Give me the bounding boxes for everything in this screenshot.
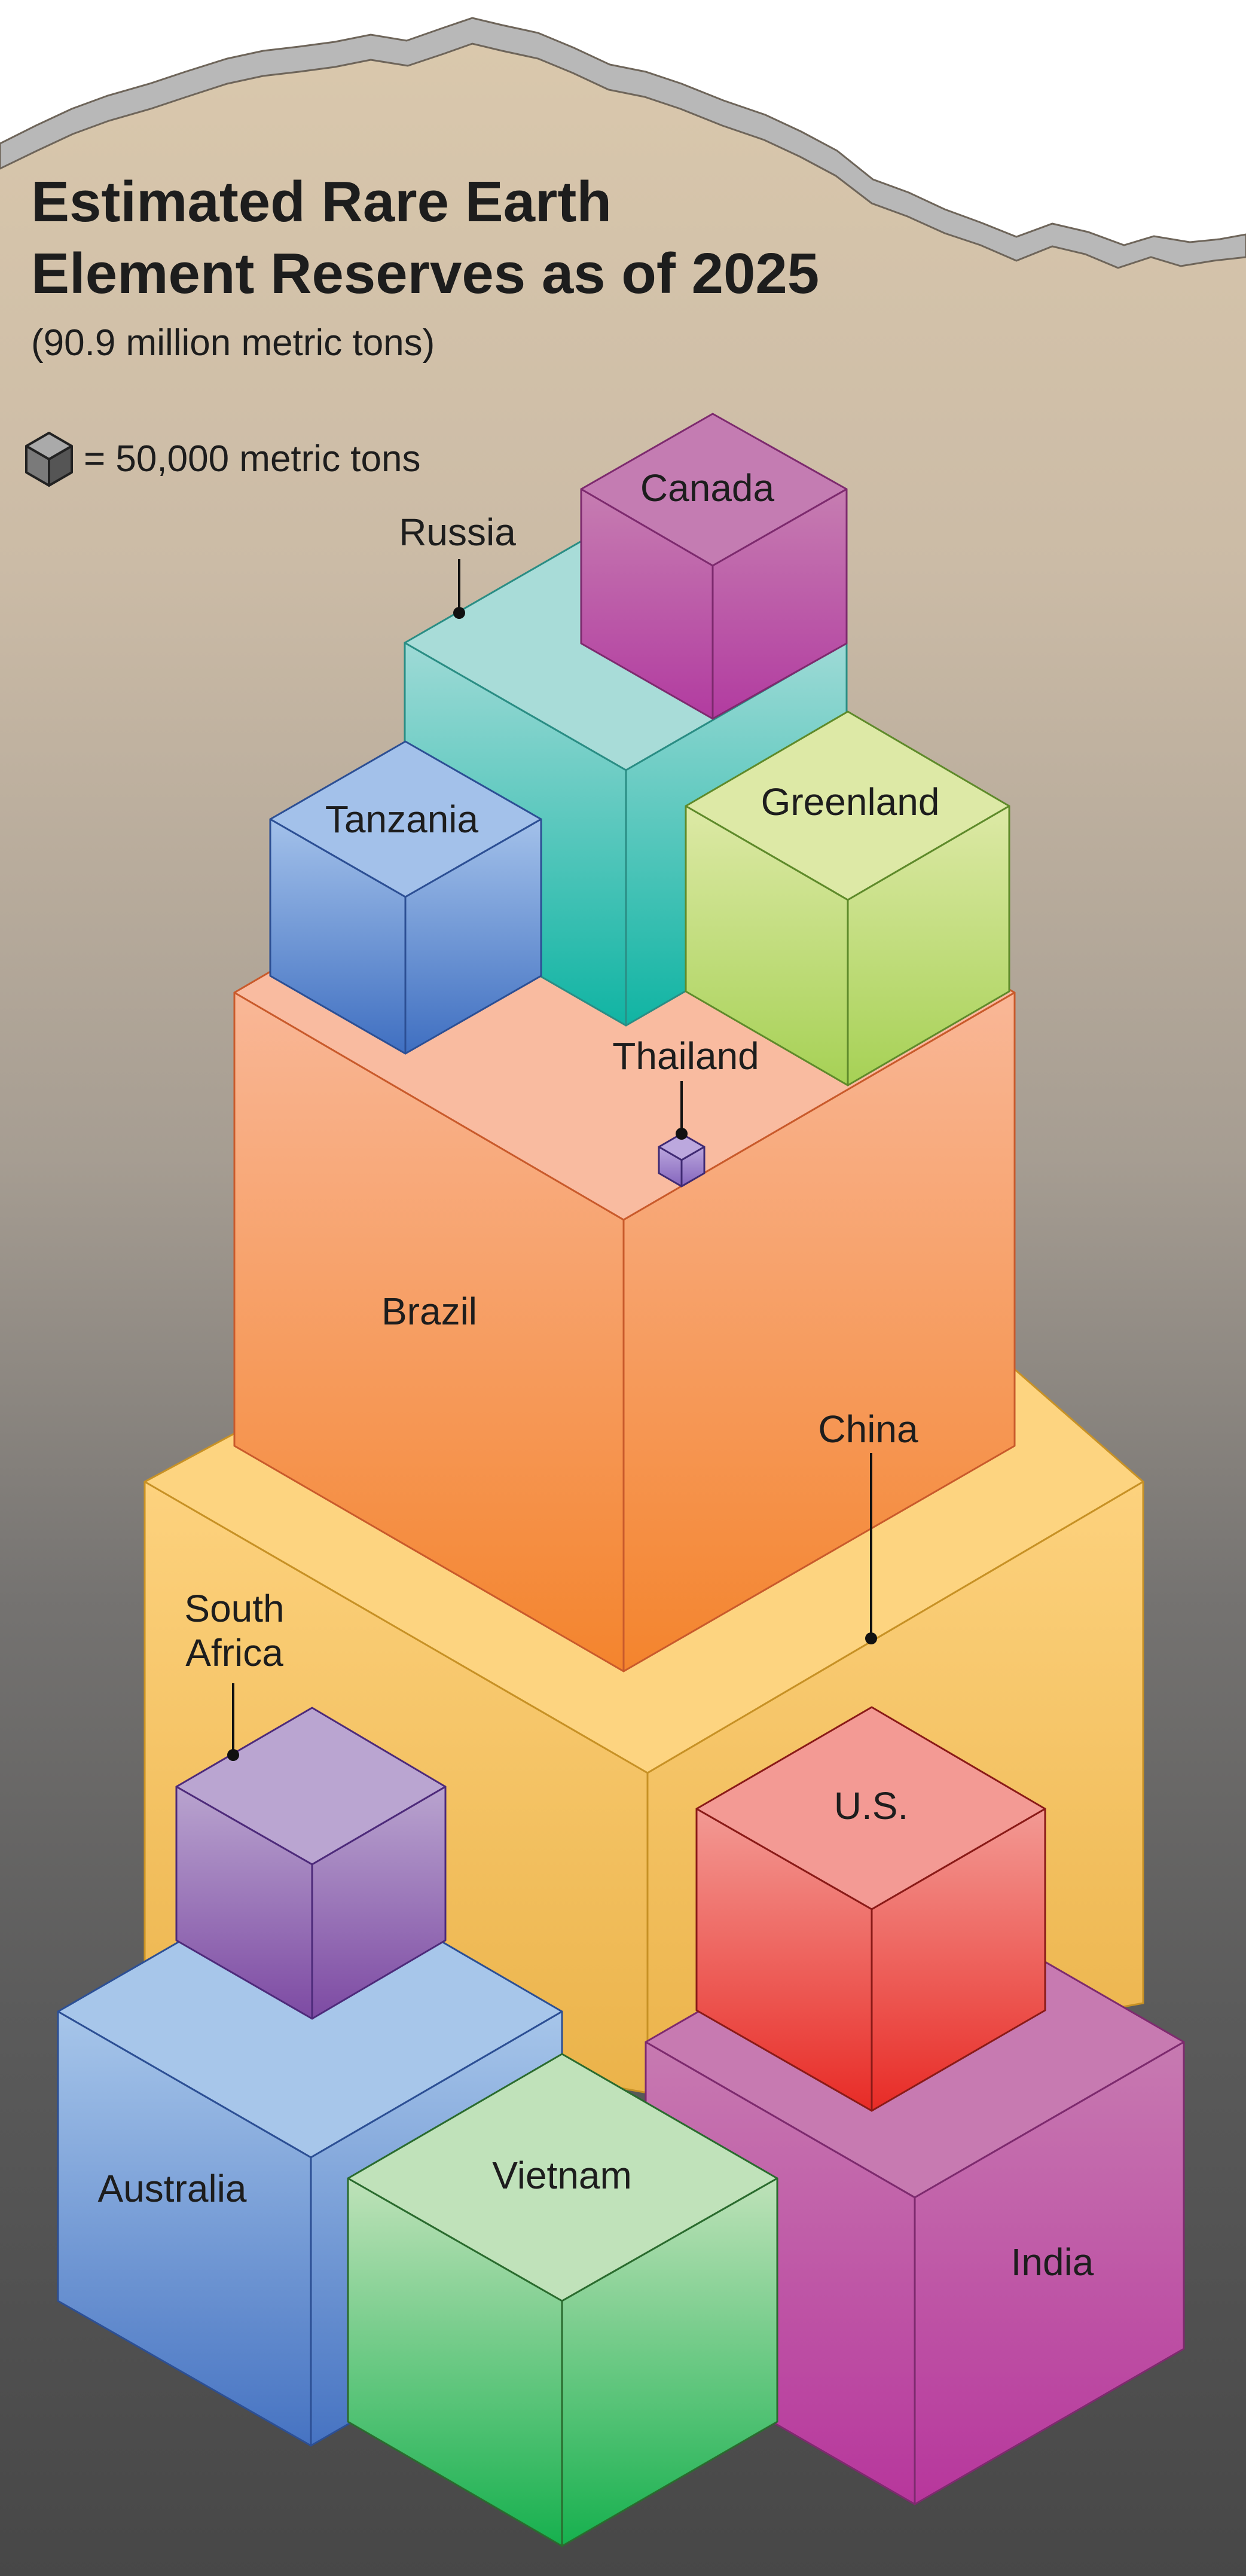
chart-subtitle: (90.9 million metric tons) <box>31 322 435 364</box>
legend-text: = 50,000 metric tons <box>84 438 420 480</box>
cube-thailand <box>658 1133 706 1188</box>
chart-title-line1: Estimated Rare Earth <box>31 170 612 234</box>
label-russia: Russia <box>399 511 516 554</box>
cube-us <box>695 1706 1046 2112</box>
leader-china <box>865 1453 877 1644</box>
leader-south-africa <box>227 1683 239 1761</box>
label-brazil: Brazil <box>381 1290 477 1333</box>
label-thailand: Thailand <box>612 1034 759 1078</box>
label-australia: Australia <box>98 2167 247 2210</box>
torn-paper-top <box>0 0 1246 245</box>
leader-thailand <box>676 1081 688 1140</box>
label-south-africa-line2: Africa <box>185 1631 283 1674</box>
chart-title-line2: Element Reserves as of 2025 <box>31 242 819 306</box>
label-china: China <box>818 1408 918 1451</box>
cube-tanzania <box>269 740 542 1055</box>
torn-paper-shadow <box>0 17 1246 269</box>
cube-vietnam <box>347 2053 778 2547</box>
label-greenland: Greenland <box>761 780 940 823</box>
leader-russia <box>453 559 465 619</box>
label-us: U.S. <box>834 1784 908 1827</box>
label-vietnam: Vietnam <box>492 2154 632 2197</box>
cube-south-africa <box>175 1707 447 2020</box>
cube-icon <box>25 432 73 487</box>
label-south-africa-line1: South <box>184 1587 284 1630</box>
cube-canada <box>580 413 848 720</box>
label-tanzania: Tanzania <box>325 798 479 841</box>
label-india: India <box>1011 2241 1094 2284</box>
legend: = 50,000 metric tons <box>25 432 420 487</box>
cube-greenland <box>685 710 1010 1086</box>
label-canada: Canada <box>640 466 775 509</box>
